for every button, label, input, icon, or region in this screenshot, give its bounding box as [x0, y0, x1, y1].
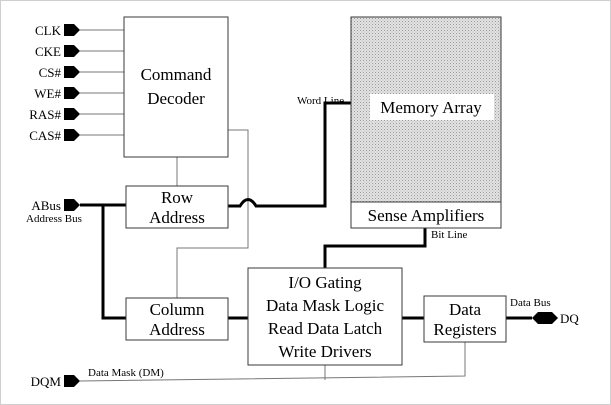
dq-label: DQ	[560, 311, 579, 326]
we-pin-icon	[64, 87, 80, 99]
memory-array-block: Memory Array	[350, 16, 502, 203]
column-address-label-2: Address	[149, 320, 205, 339]
memory-array-label: Memory Array	[380, 98, 482, 117]
sense-amplifiers-block: Sense Amplifiers	[350, 201, 502, 229]
row-address-label-1: Row	[161, 188, 194, 207]
data-registers-label-1: Data	[449, 300, 482, 319]
row-address-label-2: Address	[149, 208, 205, 227]
cke-label: CKE	[35, 44, 61, 59]
io-gating-label-3: Read Data Latch	[268, 319, 383, 338]
io-gating-label-4: Write Drivers	[278, 342, 371, 361]
command-decoder-block: Command Decoder	[123, 16, 229, 158]
abus-label: ABus	[31, 198, 61, 213]
signal-labels: Address Bus Word Line Bit Line Data Bus …	[26, 95, 551, 379]
command-decoder-label-2: Decoder	[147, 89, 205, 108]
bus-wires	[80, 101, 532, 320]
row-address-block: Row Address	[125, 185, 229, 229]
cs-pin-icon	[64, 66, 80, 78]
address-bus-label: Address Bus	[26, 213, 82, 225]
sense-amplifiers-label: Sense Amplifiers	[368, 206, 485, 225]
data-bus-label: Data Bus	[510, 297, 551, 309]
column-address-block: Column Address	[125, 297, 229, 341]
column-address-label-1: Column	[150, 300, 205, 319]
control-wires	[79, 29, 466, 382]
ras-label: RAS#	[29, 107, 61, 122]
dq-pin-icon	[532, 312, 558, 324]
clk-label: CLK	[35, 23, 62, 38]
ras-pin-icon	[64, 108, 80, 120]
clk-pin-icon	[64, 24, 80, 36]
command-decoder-label-1: Command	[141, 65, 212, 84]
abus-pin-icon	[64, 199, 80, 211]
dqm-pin-icon	[64, 375, 80, 387]
data-registers-label-2: Registers	[433, 320, 496, 339]
cas-pin-icon	[64, 129, 80, 141]
bit-line-label: Bit Line	[431, 229, 467, 241]
data-registers-block: Data Registers	[423, 295, 507, 343]
io-gating-block: I/O Gating Data Mask Logic Read Data Lat…	[247, 267, 403, 366]
io-gating-label-1: I/O Gating	[288, 273, 362, 292]
cs-label: CS#	[39, 65, 62, 80]
data-mask-label: Data Mask (DM)	[88, 367, 164, 379]
io-gating-label-2: Data Mask Logic	[266, 296, 384, 315]
word-line-label: Word Line	[297, 95, 344, 107]
cke-pin-icon	[64, 45, 80, 57]
dqm-label: DQM	[31, 374, 62, 389]
we-label: WE#	[34, 86, 61, 101]
cas-label: CAS#	[29, 128, 61, 143]
control-pins	[64, 24, 558, 387]
pin-labels: CLK CKE CS# WE# RAS# CAS# ABus DQM DQ	[29, 23, 579, 389]
